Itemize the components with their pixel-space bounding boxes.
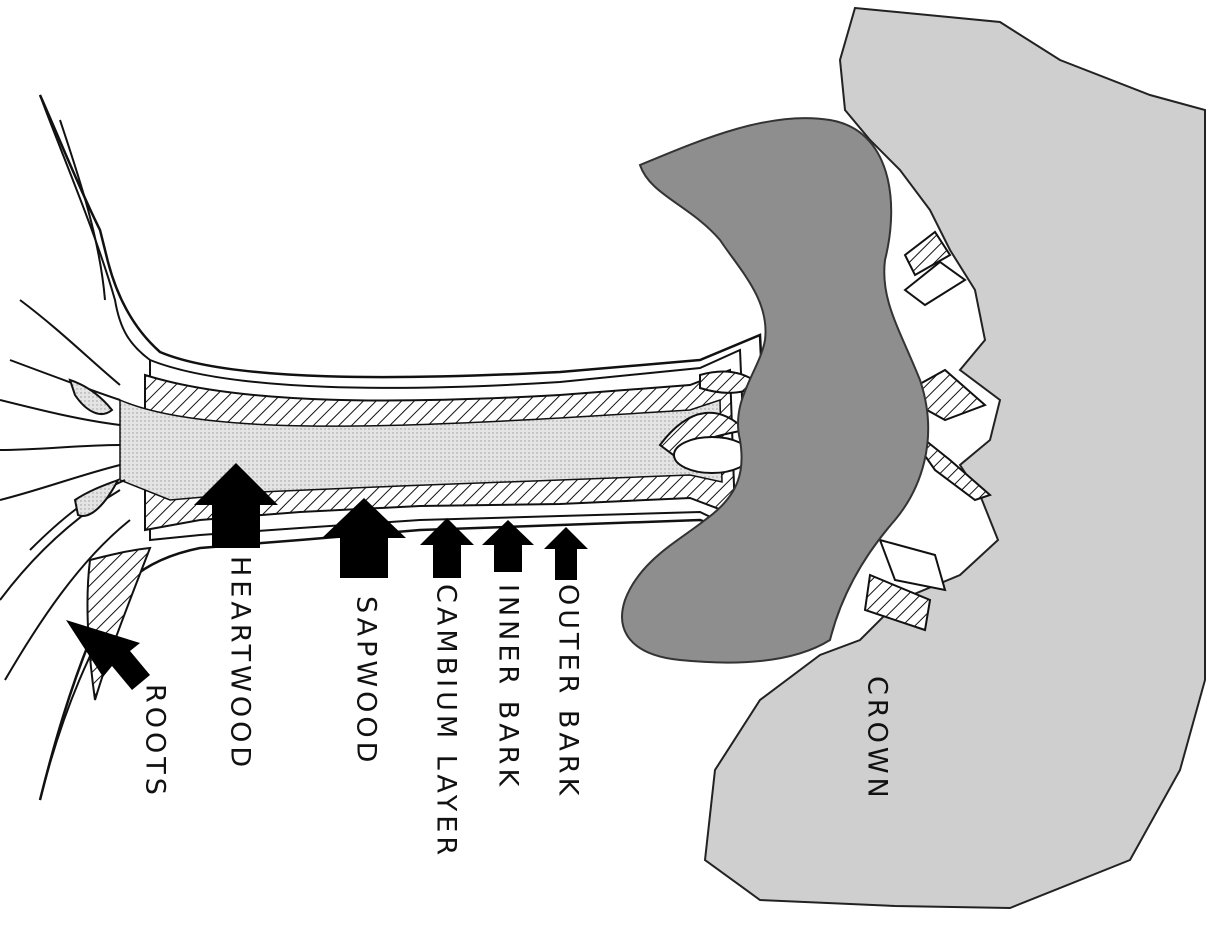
- label-inner-bark: INNER BARK: [493, 584, 524, 790]
- arrow-outer-bark: [544, 527, 588, 580]
- label-cambium-layer: CAMBIUM LAYER: [431, 584, 462, 859]
- label-heartwood: HEARTWOOD: [225, 556, 256, 771]
- label-sapwood: SAPWOOD: [351, 596, 382, 766]
- label-crown: CROWN: [862, 676, 893, 802]
- arrow-cambium-layer: [420, 518, 474, 578]
- label-outer-bark: OUTER BARK: [553, 584, 584, 799]
- label-roots: ROOTS: [140, 684, 171, 799]
